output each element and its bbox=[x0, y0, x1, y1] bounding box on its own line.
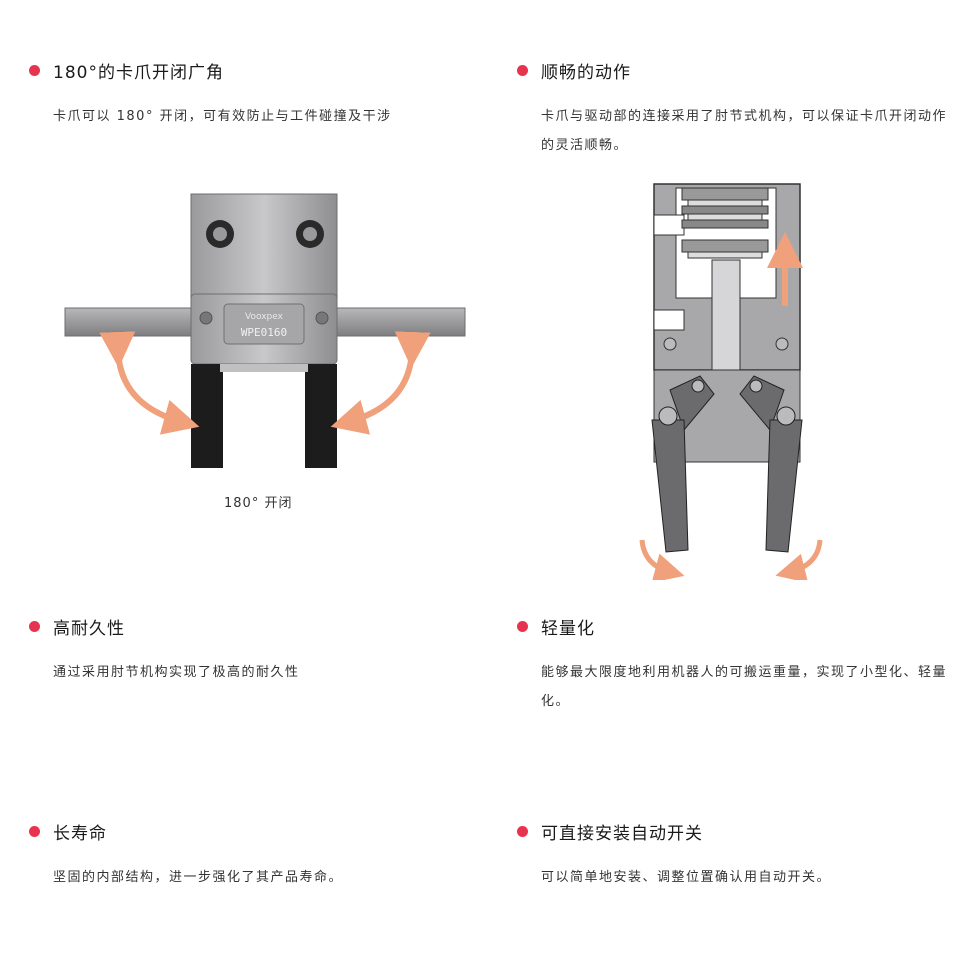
feature-title: 高耐久性 bbox=[53, 619, 125, 639]
bullet-dot bbox=[29, 65, 40, 76]
feature-title: 可直接安装自动开关 bbox=[541, 824, 703, 844]
bullet-dot bbox=[517, 826, 528, 837]
feature-title: 180°的卡爪开闭广角 bbox=[53, 63, 224, 83]
feature-auto-switch: 可直接安装自动开关 可以简单地安装、调整位置确认用自动开关。 bbox=[517, 819, 830, 885]
feature-smooth-motion: 顺畅的动作 卡爪与驱动部的连接采用了肘节式机构，可以保证卡爪开闭动作的灵活顺畅。 bbox=[517, 58, 946, 153]
feature-desc: 通过采用肘节机构实现了极高的耐久性 bbox=[53, 665, 300, 680]
feature-desc: 可以简单地安装、调整位置确认用自动开关。 bbox=[541, 870, 832, 885]
feature-durability: 高耐久性 通过采用肘节机构实现了极高的耐久性 bbox=[29, 614, 298, 680]
feature-lightweight: 轻量化 能够最大限度地利用机器人的可搬运重量，实现了小型化、轻量化。 bbox=[517, 614, 946, 709]
gripper-180-illustration: Vooxpex WPE0160 bbox=[64, 193, 466, 468]
feature-desc: 坚固的内部结构，进一步强化了其产品寿命。 bbox=[53, 870, 344, 885]
feature-desc: 卡爪可以 180° 开闭，可有效防止与工件碰撞及干涉 bbox=[53, 109, 392, 124]
feature-title: 轻量化 bbox=[541, 619, 595, 639]
bullet-dot bbox=[517, 65, 528, 76]
feature-desc: 卡爪与驱动部的连接采用了肘节式机构，可以保证卡爪开闭动作的灵活顺畅。 bbox=[541, 109, 948, 153]
figure-caption: 180° 开闭 bbox=[224, 496, 293, 511]
plate-brand: Vooxpex bbox=[245, 312, 284, 322]
feature-title: 顺畅的动作 bbox=[541, 63, 631, 83]
toggle-mechanism-illustration bbox=[639, 183, 823, 580]
feature-wide-angle: 180°的卡爪开闭广角 卡爪可以 180° 开闭，可有效防止与工件碰撞及干涉 bbox=[29, 58, 390, 124]
feature-title: 长寿命 bbox=[53, 824, 107, 844]
bullet-dot bbox=[29, 826, 40, 837]
feature-long-life: 长寿命 坚固的内部结构，进一步强化了其产品寿命。 bbox=[29, 819, 342, 885]
bullet-dot bbox=[29, 621, 40, 632]
feature-desc: 能够最大限度地利用机器人的可搬运重量，实现了小型化、轻量化。 bbox=[541, 665, 948, 709]
bullet-dot bbox=[517, 621, 528, 632]
plate-model: WPE0160 bbox=[241, 326, 287, 339]
